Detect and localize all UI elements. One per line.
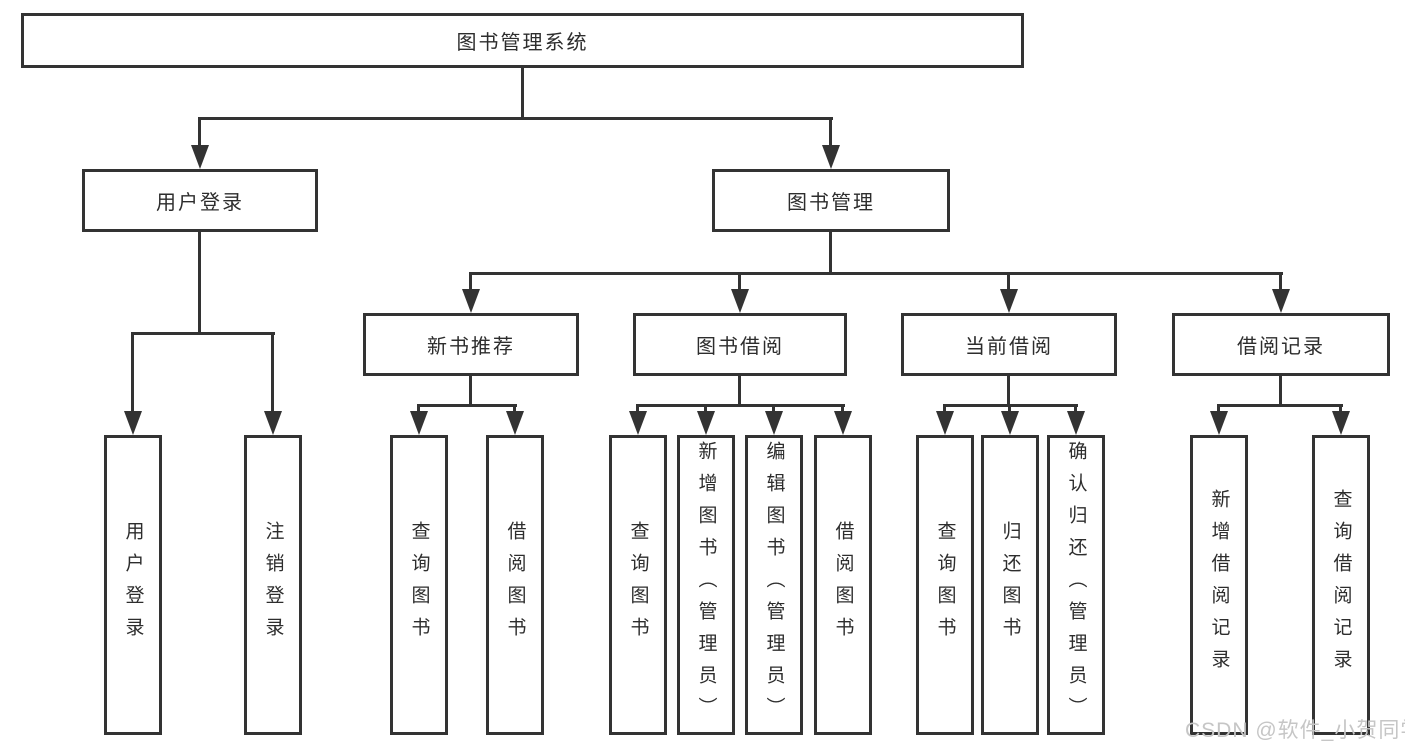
leaf-add-book-admin-label: 新增图书（管理员） [695,441,717,729]
node-borrow-records: 借阅记录 [1172,313,1390,376]
arrowhead-leaf-add-book [697,411,715,435]
leaf-borrow-books-1: 借阅图书 [486,435,544,735]
arrowhead-book-borrow [731,289,749,313]
leaf-borrow-books-2-label: 借阅图书 [832,521,854,649]
arrowhead-leaf-confirm-return [1067,411,1085,435]
connector-root-trunk [521,66,524,119]
csdn-watermark: CSDN @软件_小贺同学 [1185,719,1405,742]
arrowhead-leaf-query-borrow-record [1332,411,1350,435]
connector-to-leaf-user-login [131,332,134,414]
connector-to-user-login [198,117,201,149]
connector-book-borrow-split [636,404,845,407]
arrowhead-leaf-edit-book [765,411,783,435]
connector-to-current-borrow [1007,272,1010,292]
connector-root-split [198,117,833,120]
leaf-user-login: 用户登录 [104,435,162,735]
arrowhead-leaf-query-books-2 [629,411,647,435]
connector-book-management-trunk [829,230,832,275]
arrowhead-new-book-recommend [462,289,480,313]
leaf-edit-book-admin: 编辑图书（管理员） [745,435,803,735]
arrowhead-leaf-query-books-3 [936,411,954,435]
leaf-query-borrow-record: 查询借阅记录 [1312,435,1370,735]
connector-to-new-book-recommend [469,272,472,292]
connector-user-login-split [131,332,275,335]
leaf-add-borrow-record: 新增借阅记录 [1190,435,1248,735]
connector-new-book-recommend-split [417,404,517,407]
connector-to-leaf-borrow-books-1 [513,404,516,416]
connector-to-leaf-edit-book [772,404,775,416]
arrowhead-leaf-logout [264,411,282,435]
node-book-borrow-label: 图书借阅 [696,336,784,358]
connector-book-management-split [469,272,1283,275]
leaf-user-login-label: 用户登录 [122,521,144,649]
leaf-borrow-books-1-label: 借阅图书 [504,521,526,649]
leaf-edit-book-admin-label: 编辑图书（管理员） [763,441,785,729]
node-new-book-recommend: 新书推荐 [363,313,579,376]
arrowhead-book-management [822,145,840,169]
connector-to-book-borrow [738,272,741,292]
arrowhead-leaf-borrow-books-2 [834,411,852,435]
connector-to-leaf-query-books-1 [417,404,420,416]
connector-to-leaf-logout [271,332,274,414]
leaf-logout: 注销登录 [244,435,302,735]
node-new-book-recommend-label: 新书推荐 [427,336,515,358]
connector-borrow-records-split [1217,404,1343,407]
leaf-return-books: 归还图书 [981,435,1039,735]
connector-current-borrow-trunk [1007,374,1010,407]
connector-user-login-trunk [198,230,201,335]
connector-to-leaf-query-books-2 [636,404,639,416]
node-current-borrow: 当前借阅 [901,313,1117,376]
node-book-borrow: 图书借阅 [633,313,847,376]
leaf-query-books-1: 查询图书 [390,435,448,735]
arrowhead-leaf-add-borrow-record [1210,411,1228,435]
connector-book-borrow-trunk [738,374,741,407]
node-book-management: 图书管理 [712,169,950,232]
arrowhead-leaf-query-books-1 [410,411,428,435]
node-root: 图书管理系统 [21,13,1024,68]
leaf-confirm-return-admin-label: 确认归还（管理员） [1065,441,1087,729]
connector-to-leaf-return-books [1008,404,1011,416]
connector-to-leaf-add-borrow-record [1217,404,1220,416]
leaf-query-books-1-label: 查询图书 [408,521,430,649]
leaf-return-books-label: 归还图书 [999,521,1021,649]
connector-to-leaf-borrow-books-2 [841,404,844,416]
leaf-logout-label: 注销登录 [262,521,284,649]
connector-to-leaf-query-books-3 [943,404,946,416]
arrowhead-leaf-borrow-books-1 [506,411,524,435]
arrowhead-borrow-records [1272,289,1290,313]
connector-new-book-recommend-trunk [469,374,472,407]
arrowhead-current-borrow [1000,289,1018,313]
connector-to-leaf-confirm-return [1074,404,1077,416]
leaf-add-borrow-record-label: 新增借阅记录 [1208,489,1230,681]
leaf-query-books-3: 查询图书 [916,435,974,735]
leaf-query-borrow-record-label: 查询借阅记录 [1330,489,1352,681]
node-borrow-records-label: 借阅记录 [1237,336,1325,358]
leaf-add-book-admin: 新增图书（管理员） [677,435,735,735]
node-book-management-label: 图书管理 [787,192,875,214]
node-current-borrow-label: 当前借阅 [965,336,1053,358]
connector-to-leaf-query-borrow-record [1339,404,1342,416]
arrowhead-user-login [191,145,209,169]
leaf-confirm-return-admin: 确认归还（管理员） [1047,435,1105,735]
connector-to-leaf-add-book [704,404,707,416]
connector-to-borrow-records [1279,272,1282,292]
node-user-login: 用户登录 [82,169,318,232]
leaf-query-books-3-label: 查询图书 [934,521,956,649]
connector-borrow-records-trunk [1279,374,1282,407]
leaf-query-books-2: 查询图书 [609,435,667,735]
arrowhead-leaf-user-login [124,411,142,435]
node-user-login-label: 用户登录 [156,192,244,214]
leaf-query-books-2-label: 查询图书 [627,521,649,649]
arrowhead-leaf-return-books [1001,411,1019,435]
node-root-label: 图书管理系统 [456,32,589,54]
leaf-borrow-books-2: 借阅图书 [814,435,872,735]
connector-to-book-management [829,117,832,149]
